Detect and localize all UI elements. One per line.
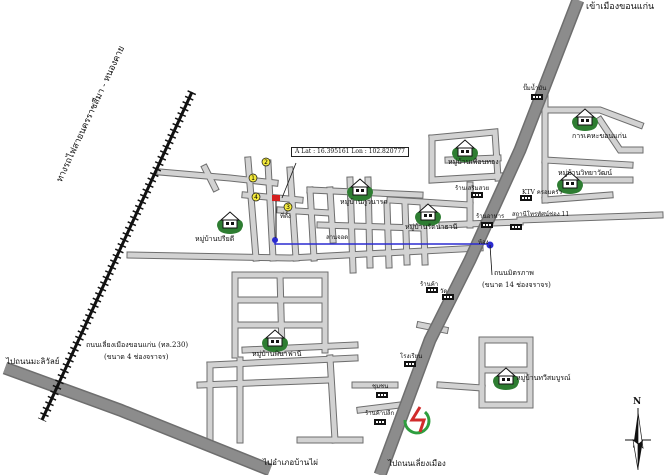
site-flag[interactable] [272,162,297,238]
route-line [272,237,494,276]
site-label: ที่ตั้ง [280,213,291,220]
village-c2-label[interactable]: หมู่บ้านรัตนาธานี [405,223,458,231]
ktv-label: KTV ครอบครัว [522,189,562,196]
village-se-label[interactable]: หมู่บ้านทวีสมบูรณ์ [516,374,571,382]
company-logo [403,406,431,435]
mittraphap-highway [373,0,585,475]
railway [37,90,197,422]
marker-2-text: 2 [264,159,268,166]
shop-h-label: วัด [440,288,448,295]
marker-3-text: 3 [286,204,290,211]
shop-a-label: ร้านเสริมสวย [455,185,490,192]
shop-f-label: ชุมชน [372,383,389,390]
shop-e-label: โรงเรียน [400,353,423,360]
building-icon [481,222,493,228]
shop-i-label: ลานจอด [326,234,349,241]
marker-4-text: 4 [254,194,258,201]
origin-marker [272,237,278,243]
to-khonkaen-city-label: เข้าเมืองขอนแก่น [586,2,655,12]
ring-road-lanes-label: (ขนาด 4 ช่องจราจร) [104,353,169,361]
village-e-label[interactable]: หมู่บ้านวิทยาวัฒน์ [558,169,613,177]
mittraphap-label: ถนนมิตรภาพ [494,269,534,277]
mittraphap-lanes-label: (ขนาด 14 ช่องจราจร) [482,281,551,289]
shop-c-label: ร้านอาหาร [476,213,505,220]
village-w-label[interactable]: หมู่บ้านปรียดี [195,235,235,243]
shop-d-label: ร้านค้า [420,281,439,288]
marker-1-text: 1 [251,175,255,182]
building-icon [531,94,543,100]
shop-b-label: ปั๊มน้ำมัน [523,85,547,92]
building-icon [374,419,386,425]
shop-g-label: ร้านค้าปลีก [365,410,395,417]
house-icon [216,211,244,235]
ring-road [2,361,273,475]
to-left-label: ไปถนนมะลิวัลย์ [6,357,60,366]
ring-road-label: ถนนเลี่ยงเมืองขอนแก่น (ทล.230) [86,341,189,349]
village-ne-label[interactable]: การเคหะขอนแก่น [572,132,627,140]
building-icon [510,224,522,230]
north-arrow-icon [625,408,651,471]
local-roads [126,86,664,444]
to-udon-label: ไปอำเภอบ้านไผ่ [263,458,318,467]
village-s-label[interactable]: หมู่บ้านพินาฟานี [252,350,302,358]
building-icon [471,192,483,198]
village-c-label[interactable]: หมู่บ้านภูวนารถ [340,198,388,206]
building-icon [404,361,416,367]
building-icon [376,392,388,398]
numbered-markers: 2 1 4 3 [248,157,293,212]
tv-station-label: สถานีโทรทัศน์ช่อง 11 [512,211,570,218]
small-label: ห้อง [478,239,489,246]
to-sila-label: ไปถนนเลี่ยงเมือง [388,459,446,468]
lat-lon-box: A Lat : 16.395161 Lon : 102.820777 [291,147,409,157]
village-n-label[interactable]: หมู่บ้านเพื่อนทอง [448,158,499,166]
north-label: N [633,397,642,407]
